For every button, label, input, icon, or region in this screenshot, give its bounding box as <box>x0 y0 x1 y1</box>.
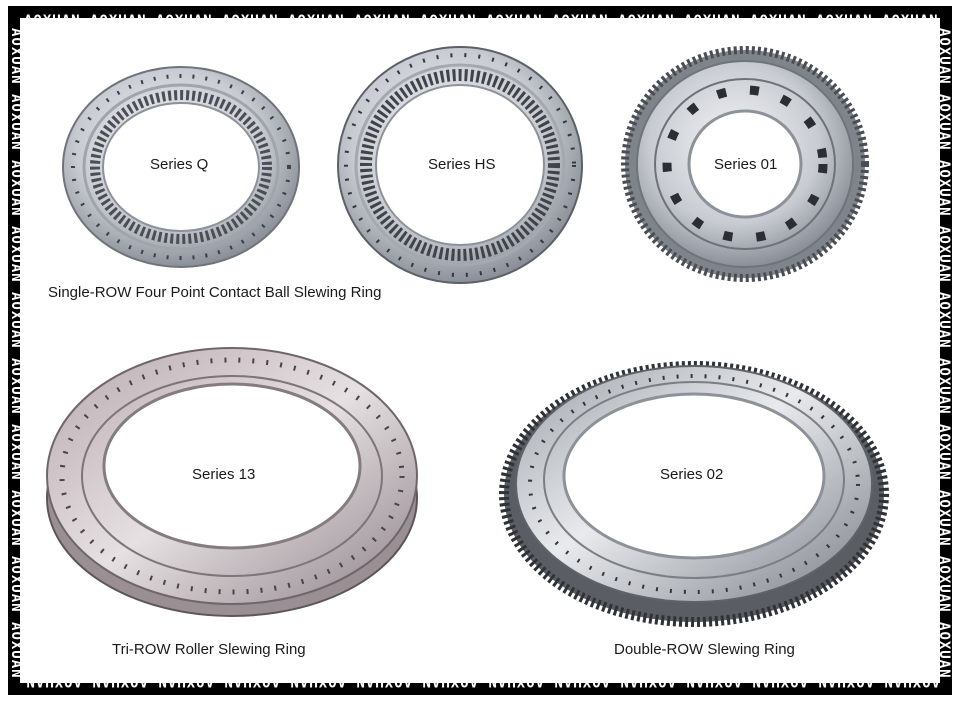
series-02-label: Series 02 <box>660 466 724 483</box>
caption-double-row: Double-ROW Slewing Ring <box>614 641 795 658</box>
series-hs-label: Series HS <box>428 156 496 173</box>
series-13-label: Series 13 <box>192 466 256 483</box>
slewing-ring-series-hs <box>337 46 583 284</box>
slewing-ring-series-02 <box>499 361 889 627</box>
slewing-ring-series-01 <box>621 46 869 282</box>
slewing-ring-series-13 <box>46 347 418 617</box>
series-01-label: Series 01 <box>714 156 778 173</box>
slewing-ring-series-q <box>62 66 300 268</box>
caption-tri-row: Tri-ROW Roller Slewing Ring <box>112 641 306 658</box>
series-q-label: Series Q <box>150 156 209 173</box>
caption-single-row: Single-ROW Four Point Contact Ball Slewi… <box>48 284 382 301</box>
watermark-top: AOXUAN AOXUAN AOXUAN AOXUAN AOXUAN AOXUA… <box>24 13 940 29</box>
